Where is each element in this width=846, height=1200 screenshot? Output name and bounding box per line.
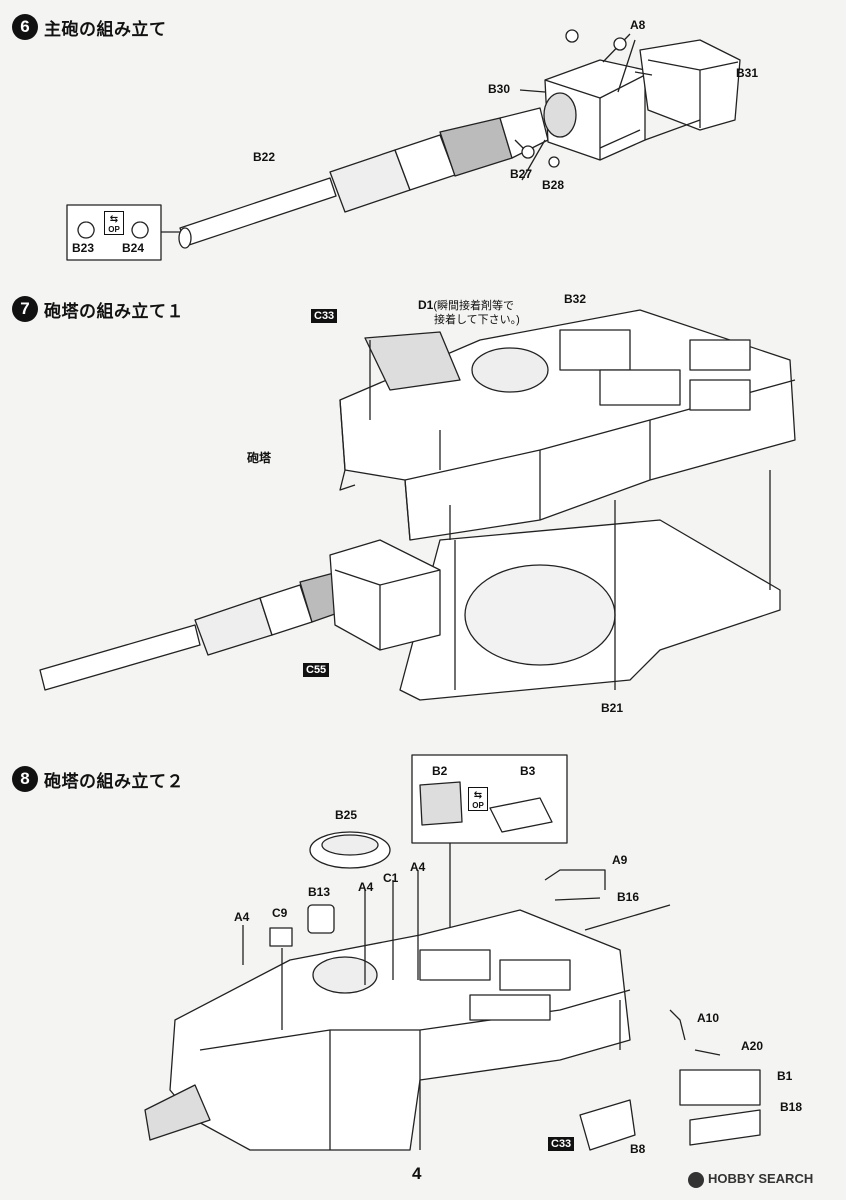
part-label-b2: B2 bbox=[432, 764, 448, 778]
step-number-badge: 6 bbox=[12, 14, 38, 40]
part-label-b30: B30 bbox=[488, 82, 511, 96]
part-label-b21: B21 bbox=[601, 701, 624, 715]
part-label-a4: A4 bbox=[358, 880, 374, 894]
part-label-d1: D1 bbox=[418, 298, 434, 312]
step6-gun-drawing bbox=[66, 29, 741, 261]
part-label-a4: A4 bbox=[234, 910, 250, 924]
step7-turret-drawing bbox=[39, 309, 796, 701]
part-label-b22: B22 bbox=[253, 150, 276, 164]
optional-part-badge: ⇆ OP bbox=[104, 211, 124, 235]
part-label-b23: B23 bbox=[72, 241, 95, 255]
part-label-b32: B32 bbox=[564, 292, 587, 306]
step-7-header: 7 砲塔の組み立て１ bbox=[12, 296, 184, 322]
turret-label: 砲塔 bbox=[247, 451, 272, 465]
part-label-b27: B27 bbox=[510, 167, 533, 181]
page-number: 4 bbox=[412, 1164, 422, 1183]
step-title: 砲塔の組み立て２ bbox=[44, 771, 184, 791]
part-label-b3: B3 bbox=[520, 764, 536, 778]
d1-glue-note: D1(瞬間接着剤等で 接着して下さい。) bbox=[418, 298, 520, 326]
part-label-a20: A20 bbox=[741, 1039, 764, 1053]
step-title: 主砲の組み立て bbox=[44, 19, 167, 39]
hobby-search-logo-icon bbox=[688, 1171, 704, 1188]
part-label-c33: C33 bbox=[548, 1137, 575, 1151]
step-number-badge: 8 bbox=[12, 766, 38, 792]
step-6-header: 6 主砲の組み立て bbox=[12, 14, 167, 40]
part-label-a4: A4 bbox=[410, 860, 426, 874]
part-label-a8: A8 bbox=[630, 18, 646, 32]
swap-arrows-icon: ⇆ bbox=[473, 790, 483, 801]
part-label-b18: B18 bbox=[780, 1100, 803, 1114]
part-label-a10: A10 bbox=[697, 1011, 720, 1025]
part-label-c55: C55 bbox=[303, 663, 330, 677]
part-label-b13: B13 bbox=[308, 885, 331, 899]
part-label-a9: A9 bbox=[612, 853, 628, 867]
part-label-b24: B24 bbox=[122, 241, 145, 255]
step-number-badge: 7 bbox=[12, 296, 38, 322]
part-label-c33: C33 bbox=[311, 309, 338, 323]
step-8-header: 8 砲塔の組み立て２ bbox=[12, 766, 184, 792]
part-label-b8: B8 bbox=[630, 1142, 646, 1156]
part-label-b28: B28 bbox=[542, 178, 565, 192]
optional-part-badge: ⇆ OP bbox=[468, 787, 488, 811]
part-label-c1: C1 bbox=[383, 871, 399, 885]
watermark: HOBBY SEARCH bbox=[688, 1171, 813, 1188]
swap-arrows-icon: ⇆ bbox=[109, 214, 119, 225]
step8-turret-drawing bbox=[144, 754, 761, 1151]
step-title: 砲塔の組み立て１ bbox=[44, 301, 184, 321]
part-label-b25: B25 bbox=[335, 808, 358, 822]
part-label-c9: C9 bbox=[272, 906, 288, 920]
part-label-b16: B16 bbox=[617, 890, 640, 904]
part-label-b1: B1 bbox=[777, 1069, 793, 1083]
part-label-b31: B31 bbox=[736, 66, 759, 80]
